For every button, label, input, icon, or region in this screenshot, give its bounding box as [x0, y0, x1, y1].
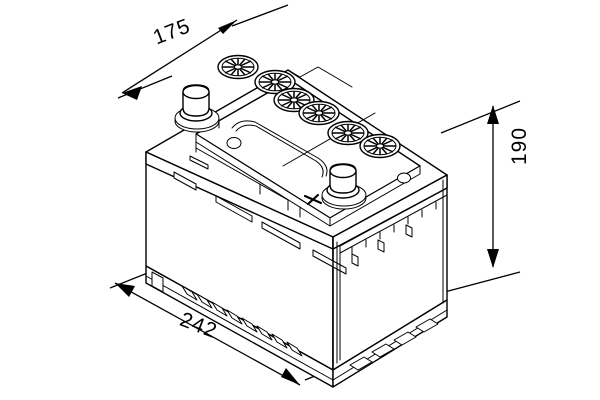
right-side-vent-strip — [339, 187, 448, 255]
dim-175-group — [117, 4, 289, 100]
dim-190-group — [436, 100, 521, 295]
cell-cap — [327, 120, 369, 146]
cell-vent-caps — [217, 54, 401, 159]
dim-242-group — [109, 267, 353, 386]
battery-body — [145, 54, 448, 388]
polarity-plus-marker — [303, 193, 323, 206]
cell-cap — [254, 69, 296, 95]
dimension-label-190: 190 — [508, 126, 531, 165]
front-face-slots — [173, 171, 347, 275]
dimension-lines — [109, 4, 521, 386]
positive-terminal — [321, 163, 367, 210]
base-foot-right — [349, 318, 439, 371]
negative-terminal — [174, 84, 220, 133]
base-ribs — [181, 285, 303, 357]
cell-cap — [298, 100, 340, 126]
cell-cap — [217, 54, 259, 80]
cell-cap — [359, 133, 401, 159]
